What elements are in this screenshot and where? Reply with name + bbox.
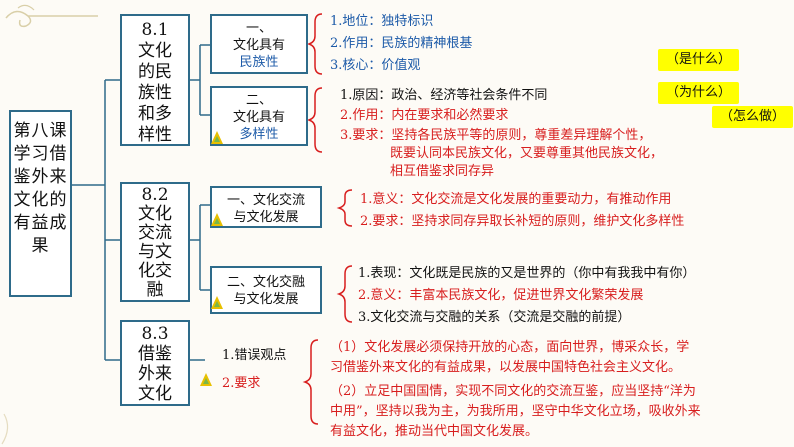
item-role: 2.作用：民族的精神根基 — [330, 36, 473, 51]
fusion-relationship: 3.文化交流与交融的关系（交流是交融的前提） — [358, 310, 631, 325]
wrong-views-label: 1.错误观点 — [222, 348, 287, 363]
tag-how: （怎么做） — [712, 106, 794, 128]
subtopic-line: 二、文化交融 — [226, 275, 305, 290]
section-title-line: 与文 — [138, 242, 172, 262]
tag-why: （为什么） — [658, 82, 740, 104]
subtopic-diversity-box: 二、 文化具有 多样性 — [210, 86, 308, 146]
section-title-line: 借鉴 — [138, 344, 172, 364]
triangle-icon — [211, 131, 223, 144]
section-title-line: 融 — [146, 280, 164, 300]
item-core: 3.核心：价值观 — [330, 58, 421, 73]
section-title-line: 和多 — [138, 104, 172, 124]
section-title-line: 的民 — [138, 62, 172, 82]
requirement-paragraph-1: （1）文化发展必须保持开放的心态，面向世界，博采众长，学 — [330, 340, 690, 355]
requirement-paragraph-2: （2）立足中国国情，实现不同文化的交流互鉴，应当坚持“洋为 — [330, 384, 696, 399]
item-function: 2.作用：内在要求和必然要求 — [340, 108, 509, 123]
subtopic-line: 一、 — [245, 21, 272, 36]
subtopic-fusion-box: 二、文化交融 与文化发展 — [210, 266, 322, 314]
item-requirement-cont: 相互借鉴求同存异 — [390, 164, 495, 179]
subtopic-line: 与文化发展 — [233, 292, 299, 307]
subtopic-line: 一、文化交流 — [226, 193, 305, 208]
lesson-title-line: 学习借 — [13, 144, 68, 164]
item-status: 1.地位：独特标识 — [330, 14, 434, 29]
fusion-manifestation: 1.表现：文化既是民族的又是世界的（你中有我我中有你） — [358, 266, 696, 281]
fusion-significance: 2.意义：丰富本民族文化，促进世界文化繁荣发展 — [358, 288, 644, 303]
triangle-icon — [211, 296, 223, 309]
lesson-title-line: 文化的 — [13, 190, 68, 210]
lesson-title-line: 第八课 — [13, 121, 68, 141]
section-title-line: 文化 — [138, 41, 172, 61]
section-title-line: 8.2 — [141, 185, 169, 205]
subtopic-keyword: 多样性 — [239, 127, 279, 142]
section-title-line: 化交 — [138, 261, 172, 281]
tag-what: （是什么） — [658, 49, 740, 71]
exchange-significance: 1.意义：文化交流是文化发展的重要动力，有推动作用 — [360, 192, 672, 207]
section-8-1-box: 8.1 文化 的民 族性 和多 样性 — [120, 14, 190, 146]
subtopic-line: 文化具有 — [232, 110, 285, 125]
item-requirement: 3.要求：坚持各民族平等的原则，尊重差异理解个性， — [340, 128, 652, 143]
triangle-icon — [211, 213, 223, 226]
requirements-label: 2.要求 — [222, 376, 261, 391]
requirement-paragraph-2: 中用”，坚持以我为主，为我所用，坚守中华文化立场，吸收外来 — [330, 404, 701, 419]
section-title-line: 族性 — [138, 83, 172, 103]
section-title-line: 样性 — [138, 125, 172, 145]
section-8-3-box: 8.3 借鉴 外来 文化 — [120, 320, 190, 406]
subtopic-keyword: 民族性 — [239, 55, 279, 70]
subtopic-exchange-box: 一、文化交流 与文化发展 — [210, 186, 322, 228]
requirement-paragraph-1: 习借鉴外来文化的有益成果，以发展中国特色社会主义文化。 — [330, 360, 682, 375]
subtopic-line: 二、 — [245, 93, 272, 108]
lesson-title-line: 鉴外来 — [13, 167, 68, 187]
lesson-title-line: 果 — [31, 236, 50, 256]
section-title-line: 外来 — [138, 364, 172, 384]
triangle-icon — [200, 373, 212, 386]
section-title-line: 交流 — [138, 223, 172, 243]
item-cause: 1.原因：政治、经济等社会条件不同 — [340, 88, 548, 103]
lesson-title-box: 第八课 学习借 鉴外来 文化的 有益成 果 — [9, 110, 72, 297]
section-title-line: 8.1 — [141, 20, 169, 40]
section-title-line: 8.3 — [141, 324, 169, 344]
subtopic-nationality-box: 一、 文化具有 民族性 — [210, 14, 308, 74]
section-title-line: 文化 — [138, 384, 172, 404]
corner-ornament — [5, 4, 98, 28]
exchange-requirement: 2.要求：坚持求同存异取长补短的原则，维护文化多样性 — [360, 214, 685, 229]
subtopic-line: 文化具有 — [232, 38, 285, 53]
section-title-line: 文化 — [138, 204, 172, 224]
section-8-2-box: 8.2 文化 交流 与文 化交 融 — [120, 182, 190, 302]
item-requirement-cont: 既要认同本民族文化，又要尊重其他民族文化， — [390, 146, 664, 161]
bottom-ornament — [1, 413, 9, 445]
requirement-paragraph-2: 有益文化，推动当代中国文化发展。 — [330, 424, 539, 439]
lesson-title-line: 有益成 — [13, 213, 68, 233]
subtopic-line: 与文化发展 — [233, 210, 299, 225]
